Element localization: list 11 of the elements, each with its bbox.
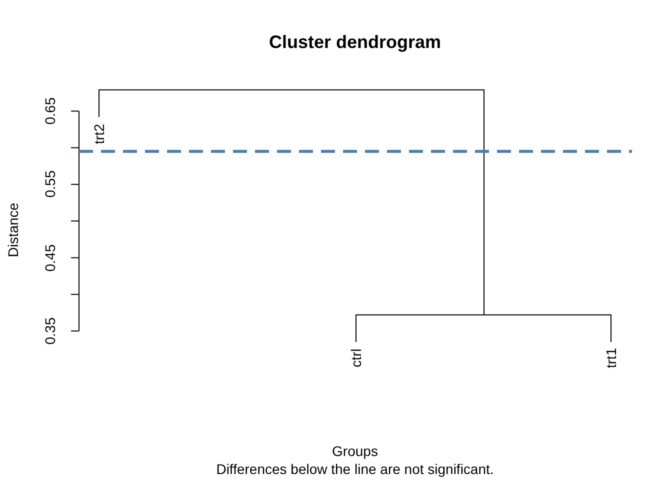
chart-title: Cluster dendrogram	[268, 32, 442, 52]
tick-label: 0.35	[42, 317, 58, 345]
axis-title: Groups	[332, 443, 378, 459]
leaf-label: ctrl	[348, 348, 364, 368]
tick-label: 0.45	[42, 244, 58, 272]
tick-label: 0.55	[42, 170, 58, 198]
axis-title: Distance	[5, 202, 21, 258]
leaf-label: trt2	[91, 124, 107, 144]
leaf-label: trt1	[603, 348, 619, 368]
caption: Differences below the line are not significant.	[216, 461, 494, 477]
tick-label: 0.65	[42, 97, 58, 125]
